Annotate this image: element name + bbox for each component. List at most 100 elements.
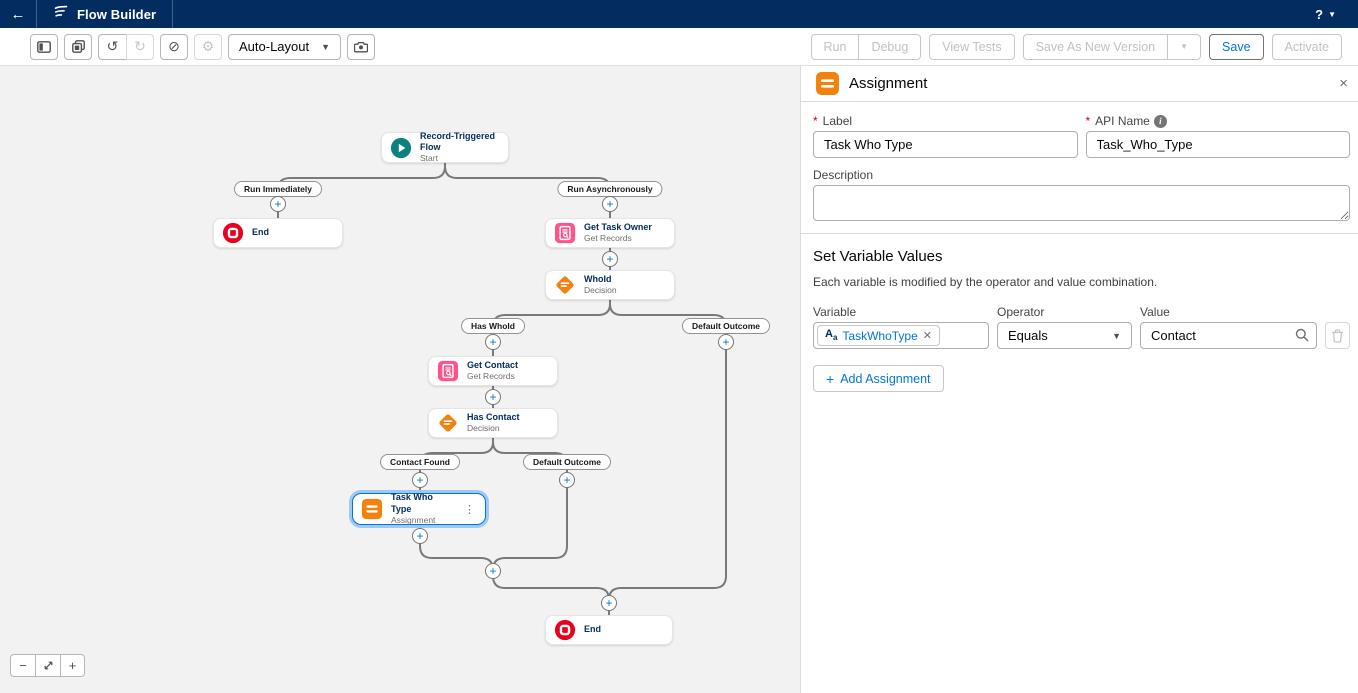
add-element-button[interactable]: +: [559, 472, 575, 488]
panel-title: Assignment: [849, 75, 928, 92]
back-button[interactable]: ←: [0, 0, 37, 28]
copy-elements-button[interactable]: [64, 33, 92, 60]
connector-line: [492, 571, 610, 615]
app-brand: Flow Builder: [37, 0, 174, 28]
delete-assignment-button[interactable]: [1325, 322, 1350, 349]
add-element-button[interactable]: +: [602, 251, 618, 267]
description-field-label: Description: [813, 168, 874, 182]
chevron-down-icon: ▼: [321, 41, 331, 52]
node-title: Record-Triggered Flow: [420, 130, 496, 153]
add-element-button[interactable]: +: [485, 563, 501, 579]
node-title: WhoId: [584, 274, 612, 285]
toolbar: ↺ ↻ ⊘ ⚙ Auto-Layout ▼ Run Debug View Tes…: [0, 28, 1358, 66]
operator-select[interactable]: Equals ▼: [997, 322, 1132, 349]
get-records-icon: [554, 222, 576, 244]
node-subtitle: Get Records: [584, 233, 632, 244]
variable-combobox[interactable]: Aa TaskWhoType ✕: [813, 322, 989, 349]
branch-label: Default Outcome: [681, 318, 771, 334]
chevron-down-icon: ▼: [1328, 9, 1336, 19]
branch-label: Has WhoId: [461, 318, 525, 334]
node-subtitle: Start: [420, 153, 438, 164]
toggle-toolbox-button[interactable]: [30, 33, 58, 60]
remove-variable-icon[interactable]: ✕: [922, 330, 932, 342]
select-elements-button[interactable]: ⊘: [160, 33, 188, 60]
set-variable-values-heading: Set Variable Values: [813, 248, 943, 265]
node-subtitle: Assignment: [391, 514, 436, 525]
get-records-icon: [437, 360, 459, 382]
section-divider: [801, 233, 1358, 234]
api-name-input[interactable]: [1085, 131, 1350, 158]
decision-icon: [554, 274, 576, 296]
node-title: Has Contact: [467, 412, 520, 423]
end-icon: [554, 619, 576, 641]
camera-button[interactable]: [347, 33, 376, 60]
close-icon[interactable]: ×: [1339, 75, 1348, 92]
add-element-button[interactable]: +: [270, 196, 286, 212]
connector-line: [608, 300, 727, 615]
save-button[interactable]: Save: [1209, 33, 1264, 60]
description-textarea[interactable]: [813, 185, 1350, 221]
add-element-button[interactable]: +: [718, 334, 734, 350]
layout-mode-label: Auto-Layout: [239, 39, 310, 54]
variable-pill[interactable]: Aa TaskWhoType ✕: [817, 325, 940, 346]
debug-button[interactable]: Debug: [858, 33, 922, 60]
node-subtitle: Decision: [584, 285, 617, 296]
add-element-button[interactable]: +: [485, 389, 501, 405]
value-input[interactable]: [1140, 322, 1317, 349]
help-menu-button[interactable]: ? ▼: [1315, 7, 1358, 22]
node-subtitle: Get Records: [467, 371, 515, 382]
help-label: ?: [1315, 6, 1324, 22]
info-icon[interactable]: i: [1153, 114, 1167, 128]
variable-pill-label: TaskWhoType: [842, 328, 918, 343]
required-asterisk: *: [1085, 114, 1091, 128]
add-element-button[interactable]: +: [601, 595, 617, 611]
flow-node-end-left[interactable]: End: [213, 218, 343, 248]
node-subtitle: Decision: [467, 423, 500, 434]
start-icon: [390, 137, 412, 159]
node-title: End: [252, 227, 269, 238]
fit-to-view-button[interactable]: [35, 654, 60, 677]
add-element-button[interactable]: +: [602, 196, 618, 212]
add-element-button[interactable]: +: [485, 334, 501, 350]
zoom-out-button[interactable]: −: [10, 654, 35, 677]
run-debug-group: Run Debug: [810, 33, 922, 60]
branch-label: Default Outcome: [522, 454, 612, 470]
label-field-label: *Label: [813, 114, 853, 128]
flow-settings-gear-button[interactable]: ⚙: [194, 33, 222, 60]
node-menu-kebab-icon[interactable]: ⋮: [464, 503, 475, 516]
zoom-in-button[interactable]: +: [60, 654, 85, 677]
variable-field-label: Variable: [813, 305, 857, 319]
add-element-button[interactable]: +: [412, 472, 428, 488]
branch-label: Run Asynchronously: [557, 181, 663, 197]
view-tests-button[interactable]: View Tests: [929, 33, 1015, 60]
node-title: Get Contact: [467, 360, 519, 371]
add-assignment-button[interactable]: + Add Assignment: [813, 365, 944, 392]
redo-button[interactable]: ↻: [126, 33, 154, 60]
branch-label: Run Immediately: [233, 181, 323, 197]
save-as-group: Save As New Version ▼: [1022, 33, 1202, 60]
chevron-down-icon: ▼: [1112, 330, 1121, 341]
label-input[interactable]: [813, 131, 1078, 158]
panel-header: Assignment ×: [801, 66, 1358, 102]
search-icon: [1295, 328, 1309, 347]
run-button[interactable]: Run: [810, 33, 859, 60]
undo-redo-group: ↺ ↻: [98, 33, 154, 60]
add-element-button[interactable]: +: [412, 528, 428, 544]
activate-button[interactable]: Activate: [1271, 33, 1342, 60]
undo-button[interactable]: ↺: [98, 33, 126, 60]
flow-node-end-bottom[interactable]: End: [545, 615, 673, 645]
layout-mode-dropdown[interactable]: Auto-Layout ▼: [228, 33, 342, 60]
node-title: End: [584, 624, 601, 635]
top-navbar: ← Flow Builder ? ▼: [0, 0, 1358, 28]
save-as-dropdown-button[interactable]: ▼: [1167, 33, 1202, 60]
save-as-new-version-button[interactable]: Save As New Version: [1022, 33, 1168, 60]
branch-label: Contact Found: [380, 454, 460, 470]
